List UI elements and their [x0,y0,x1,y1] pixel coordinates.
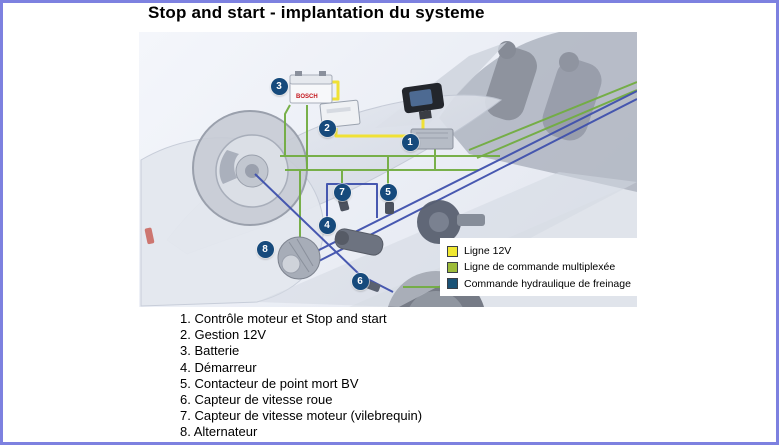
crank-sensor [338,197,350,212]
parts-list-item: 2. Gestion 12V [180,327,266,343]
legend-item: Ligne de commande multiplexée [447,261,631,273]
battery: BOSCH [289,71,333,104]
parts-list-item: 4. Démarreur [180,359,257,375]
legend-item: Commande hydraulique de freinage [447,278,631,290]
legend-swatch [447,278,458,290]
parts-list-item: 6. Capteur de vitesse roue [180,392,333,408]
battery-brand-label: BOSCH [296,94,318,100]
legend-label: Ligne 12V [464,245,512,258]
legend-swatch [447,245,458,257]
wire-multiplex [280,81,637,288]
parts-list-item: 3. Batterie [180,343,240,359]
parts-list-item: 7. Capteur de vitesse moteur (vilebrequi… [180,408,423,424]
page-title: Stop and start - implantation du systeme [148,3,485,22]
engine-ecu [410,128,454,150]
legend-swatch [447,261,458,273]
brake-booster [417,200,485,244]
wheel-speed-sensor [364,280,381,292]
display-unit [401,82,445,120]
alternator [277,236,321,280]
legend-item: Ligne 12V [447,245,631,257]
gestion-12v-unit [319,99,361,129]
parts-list-item: 5. Contacteur de point mort BV [180,375,359,391]
starter [334,228,384,256]
legend-label: Ligne de commande multiplexée [464,261,616,274]
system-diagram: BOSCH [139,32,637,307]
parts-list-item: 1. Contrôle moteur et Stop and start [180,311,387,326]
parts-list-item: 8. Alternateur [180,424,258,440]
neutral-switch [385,202,394,214]
legend-label: Commande hydraulique de freinage [464,277,631,290]
